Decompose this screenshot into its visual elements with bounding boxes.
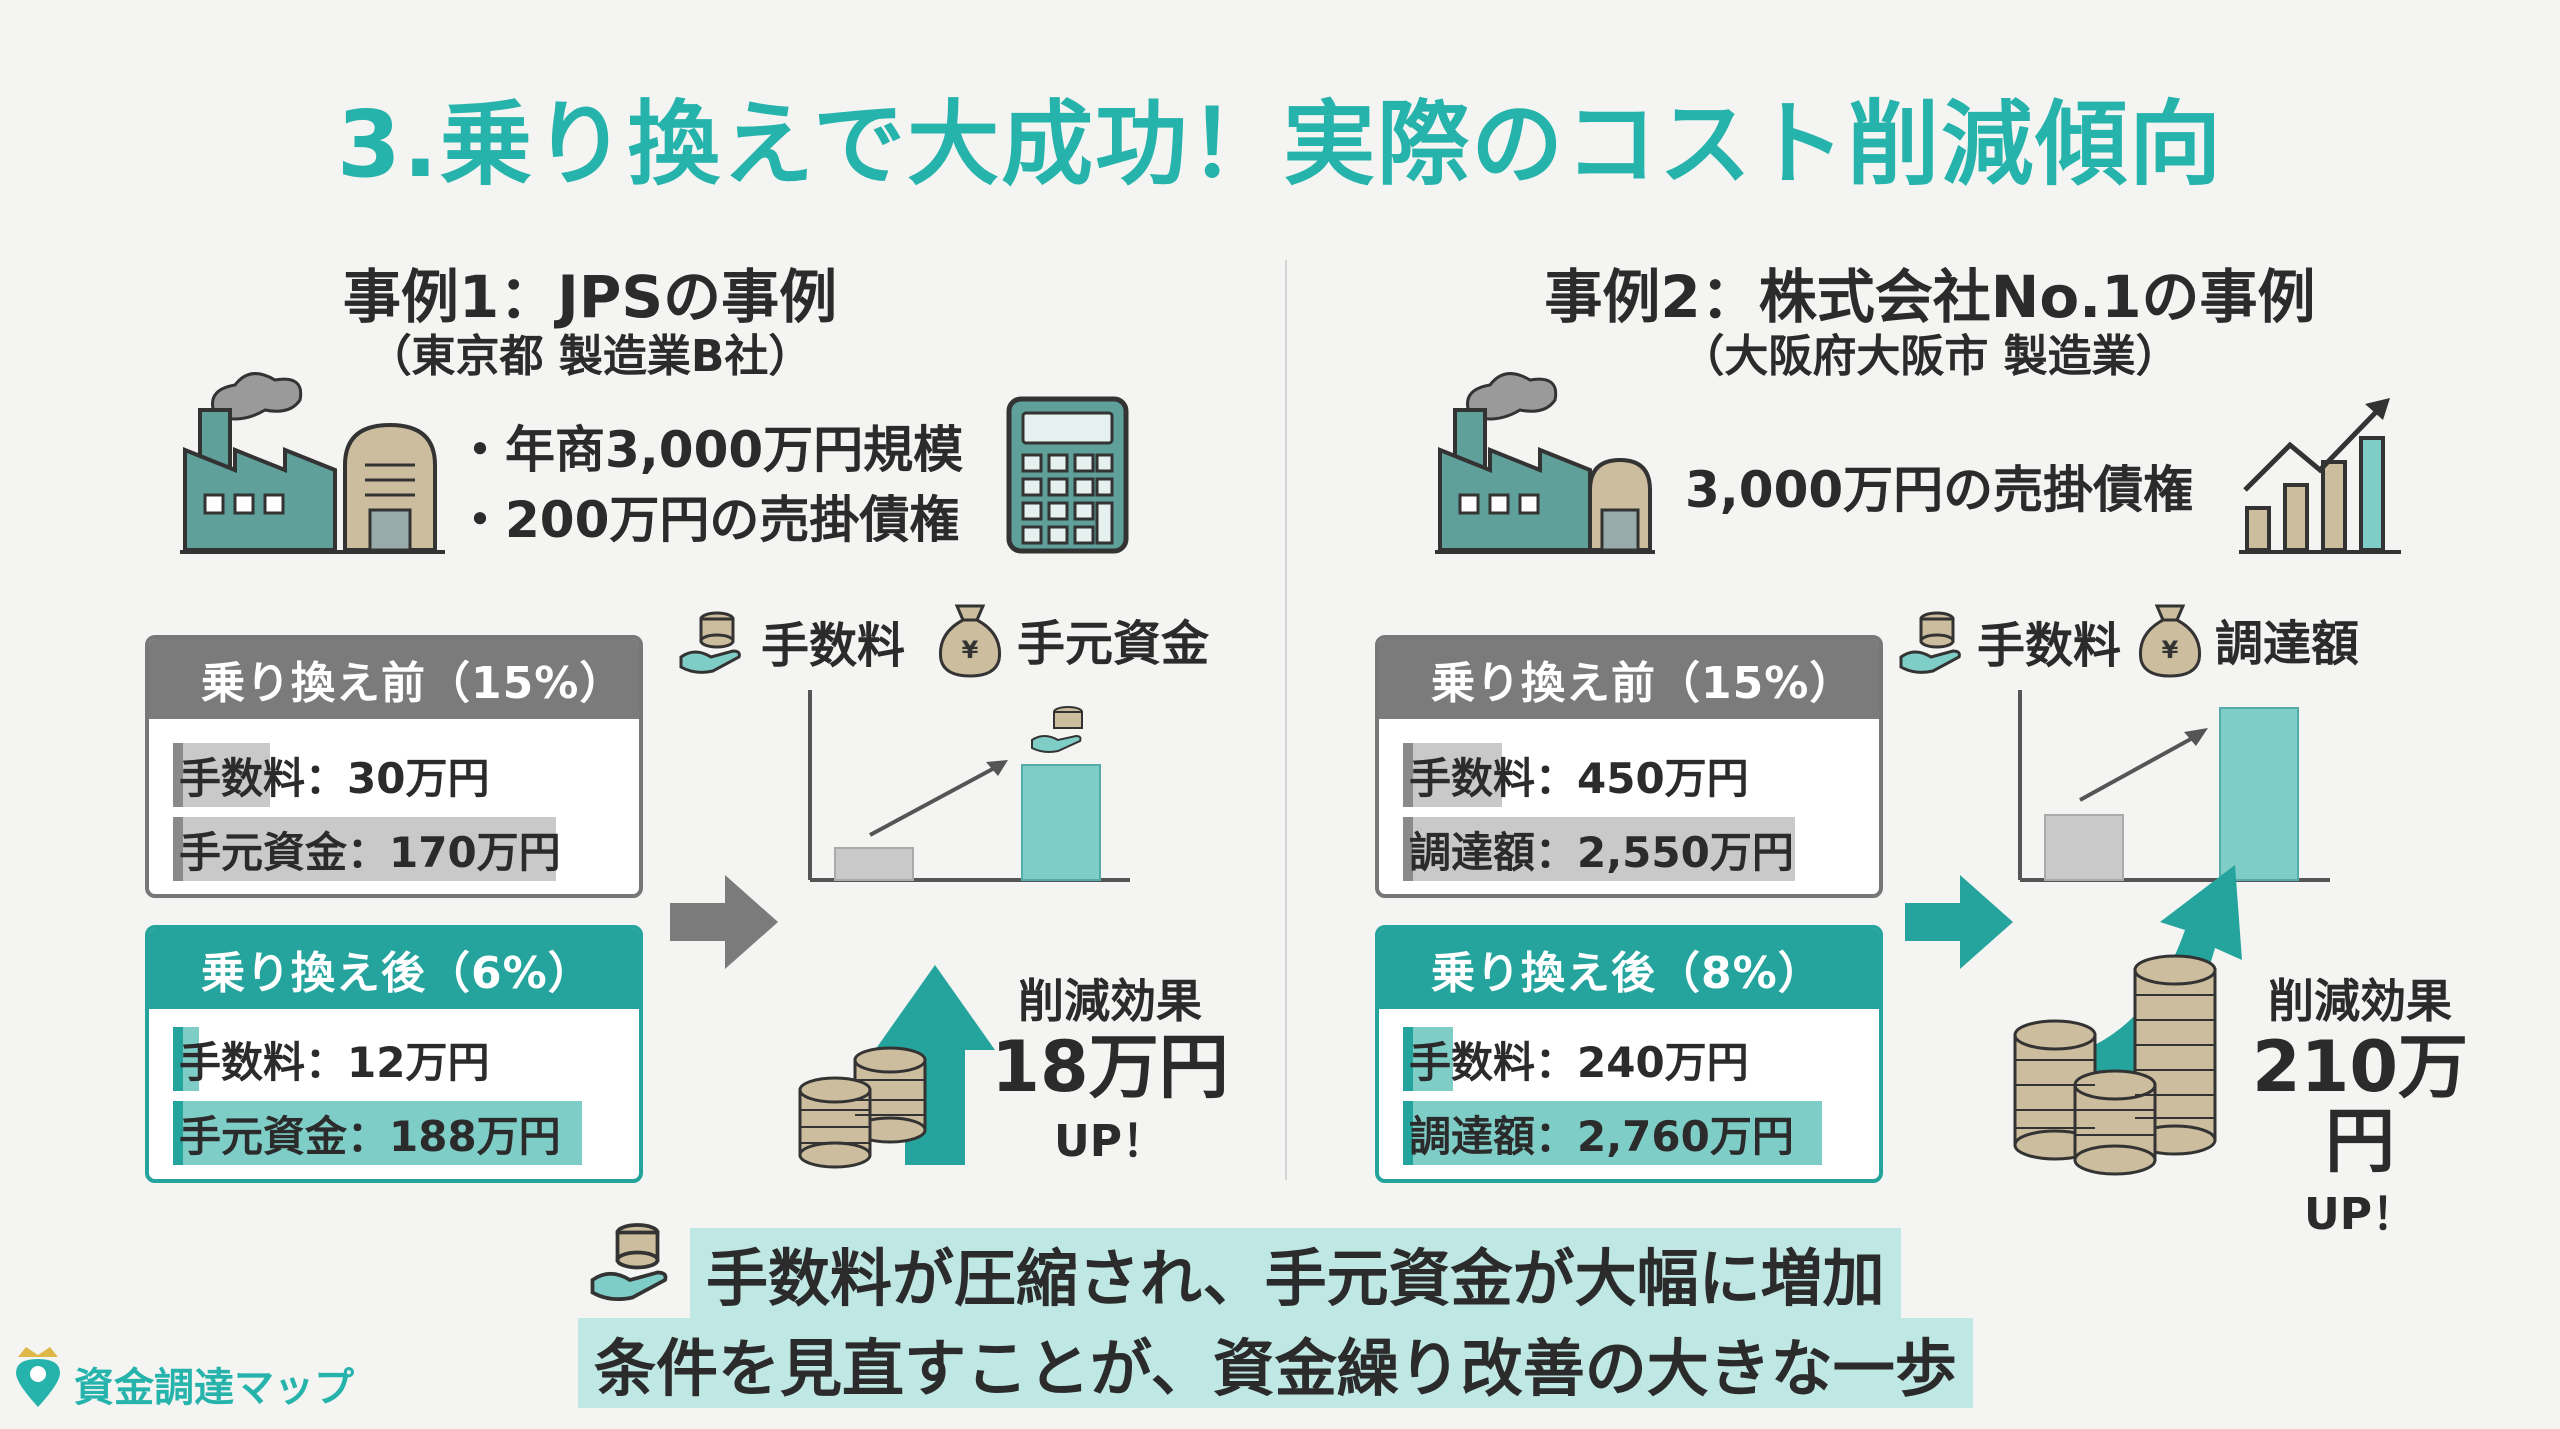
case2-mini-chart — [2018, 690, 2330, 882]
money-bag-icon: ¥ — [2138, 604, 2202, 678]
effect-label: 削減効果 — [1018, 974, 1202, 1028]
funds-row: 手元資金：170万円 — [173, 817, 613, 881]
coin-hand-icon — [1899, 611, 1961, 674]
summary-line-2: 条件を見直すことが、資金繰り改善の大きな一歩 — [578, 1318, 1973, 1408]
coin-hand-icon — [679, 611, 741, 674]
column-divider — [1285, 260, 1287, 1180]
case1-mini-chart — [808, 690, 1130, 882]
effect-up: UP！ — [2304, 1189, 2416, 1240]
factory-icon — [180, 372, 445, 554]
coins-up-icon — [798, 965, 995, 1169]
after-header: 乗り換え後（8%） — [1379, 929, 1879, 1009]
case2-title: 事例2：株式会社No.1の事例 — [1544, 263, 2316, 331]
legend-label: 手数料 — [1977, 618, 2122, 674]
fee-row: 手数料：30万円 — [173, 743, 613, 807]
page-title: 3.乗り換えで大成功！実際のコスト削減傾向 — [336, 91, 2224, 198]
funds-row: 手元資金：188万円 — [173, 1101, 613, 1165]
fee-row: 手数料：240万円 — [1403, 1027, 1853, 1091]
case1-before-box: 乗り換え前（15%） 手数料：30万円 手元資金：170万円 — [145, 635, 643, 898]
funding-text: 調達額：2,550万円 — [1409, 827, 1794, 877]
case1-bullet-2: ・200万円の売掛債権 — [455, 491, 960, 549]
case1-after-box: 乗り換え後（6%） 手数料：12万円 手元資金：188万円 — [145, 925, 643, 1183]
case1-legend-funds: ¥ 手元資金 — [935, 600, 1209, 678]
legend-label: 手数料 — [761, 618, 906, 674]
effect-value: 18万円 — [991, 1026, 1229, 1108]
brand-name: 資金調達マップ — [74, 1365, 354, 1411]
funds-text: 手元資金：188万円 — [179, 1111, 561, 1161]
right-arrow-icon — [670, 875, 778, 969]
before-header: 乗り換え前（15%） — [149, 639, 639, 719]
fee-text: 手数料：30万円 — [179, 753, 490, 803]
case2-effect: 削減効果 210万円 UP！ — [2230, 965, 2490, 1242]
fee-row: 手数料：450万円 — [1403, 743, 1853, 807]
coin-hand-icon — [590, 1223, 668, 1302]
fee-text: 手数料：12万円 — [179, 1037, 490, 1087]
funding-row: 調達額：2,550万円 — [1403, 817, 1853, 881]
funds-text: 手元資金：170万円 — [179, 827, 561, 877]
funding-text: 調達額：2,760万円 — [1409, 1111, 1794, 1161]
growth-chart-icon — [2239, 398, 2401, 554]
case2-legend-funding: ¥ 調達額 — [2135, 600, 2359, 678]
case2-subtitle: （大阪府大阪市 製造業） — [1680, 331, 2180, 382]
svg-text:¥: ¥ — [962, 636, 979, 664]
case2-after-box: 乗り換え後（8%） 手数料：240万円 調達額：2,760万円 — [1375, 925, 1883, 1183]
coins-growth-icon — [2013, 865, 2242, 1176]
legend-label: 調達額 — [2215, 616, 2360, 672]
case1-subtitle: （東京都 製造業B社） — [367, 331, 813, 382]
before-header: 乗り換え前（15%） — [1379, 639, 1879, 719]
calculator-icon — [1006, 396, 1129, 554]
case1-bullet-1: ・年商3,000万円規模 — [455, 421, 964, 479]
fee-row: 手数料：12万円 — [173, 1027, 613, 1091]
legend-label: 手元資金 — [1017, 616, 1210, 672]
effect-value: 210万円 — [2251, 1026, 2469, 1182]
after-header: 乗り換え後（6%） — [149, 929, 639, 1009]
effect-label: 削減効果 — [2268, 974, 2452, 1028]
money-bag-icon: ¥ — [938, 604, 1002, 678]
fee-text: 手数料：450万円 — [1409, 753, 1749, 803]
svg-text:¥: ¥ — [2162, 636, 2179, 664]
case2-legend-fee: 手数料 — [1895, 605, 2121, 677]
summary-line-1: 手数料が圧縮され、手元資金が大幅に増加 — [690, 1228, 1901, 1318]
factory-icon — [1435, 372, 1655, 554]
brand-logo-icon — [16, 1347, 60, 1407]
case1-title: 事例1：JPSの事例 — [342, 263, 838, 331]
case1-legend-fee: 手数料 — [675, 605, 905, 677]
fee-text: 手数料：240万円 — [1409, 1037, 1749, 1087]
right-arrow-icon — [1905, 875, 2013, 969]
case2-bullet-1: 3,000万円の売掛債権 — [1685, 461, 2194, 519]
case1-effect: 削減効果 18万円 UP！ — [990, 965, 1230, 1169]
case2-before-box: 乗り換え前（15%） 手数料：450万円 調達額：2,550万円 — [1375, 635, 1883, 898]
funding-row: 調達額：2,760万円 — [1403, 1101, 1853, 1165]
effect-up: UP！ — [1054, 1115, 1166, 1167]
